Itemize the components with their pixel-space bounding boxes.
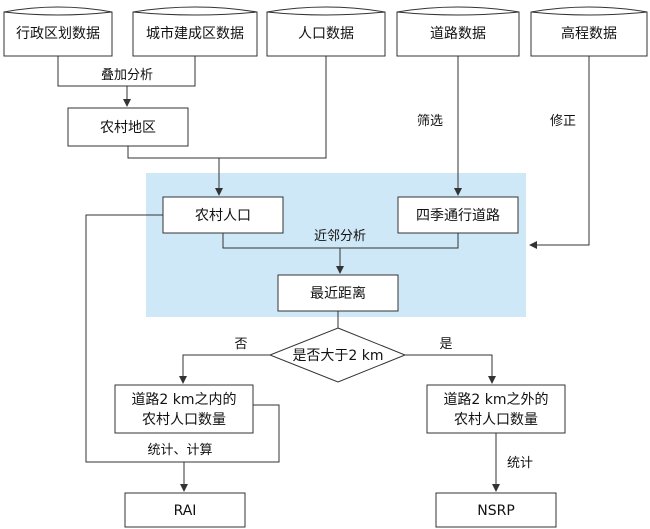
label-overlay: 叠加分析 [101,68,153,83]
source-urban-label: 城市建成区数据 [146,25,244,42]
node-nsrp-label: NSRP [477,503,515,519]
node-within [114,384,254,434]
node-within-line2: 农村人口数量 [142,412,226,428]
node-nearest-distance-label: 最近距离 [310,285,366,302]
source-road-label: 道路数据 [430,26,486,42]
node-rural-area-label: 农村地区 [100,120,156,136]
label-yes: 是 [439,337,452,352]
node-rural-area [67,107,189,147]
node-nsrp [435,492,557,528]
source-population: 人口数据 [266,6,386,57]
node-all-season-road-label: 四季通行道路 [416,208,500,224]
node-rai-label: RAI [174,503,197,519]
node-rural-pop-label: 农村人口 [195,208,251,224]
node-decision-label: 是否大于2 km [292,348,383,364]
node-beyond-line1: 道路2 km之外的 [443,392,548,408]
label-correct: 修正 [550,114,576,129]
source-elevation: 高程数据 [530,6,648,57]
node-decision [268,327,407,383]
node-beyond [426,384,566,434]
node-all-season-road [397,196,519,234]
label-neighbor: 近邻分析 [314,229,366,244]
source-admin: 行政区划数据 [3,6,113,57]
node-beyond-line2: 农村人口数量 [454,412,538,428]
source-urban: 城市建成区数据 [132,6,258,57]
label-filter: 筛选 [417,114,443,129]
node-within-line1: 道路2 km之内的 [131,392,236,408]
node-nearest-distance [277,274,399,312]
label-stat-calc: 统计、计算 [147,443,212,458]
node-rai [124,492,246,528]
source-population-label: 人口数据 [298,26,354,42]
source-road: 道路数据 [396,6,520,57]
source-admin-label: 行政区划数据 [16,26,100,42]
source-elevation-label: 高程数据 [561,25,617,42]
label-stat: 统计 [507,456,533,471]
label-no: 否 [234,337,247,352]
